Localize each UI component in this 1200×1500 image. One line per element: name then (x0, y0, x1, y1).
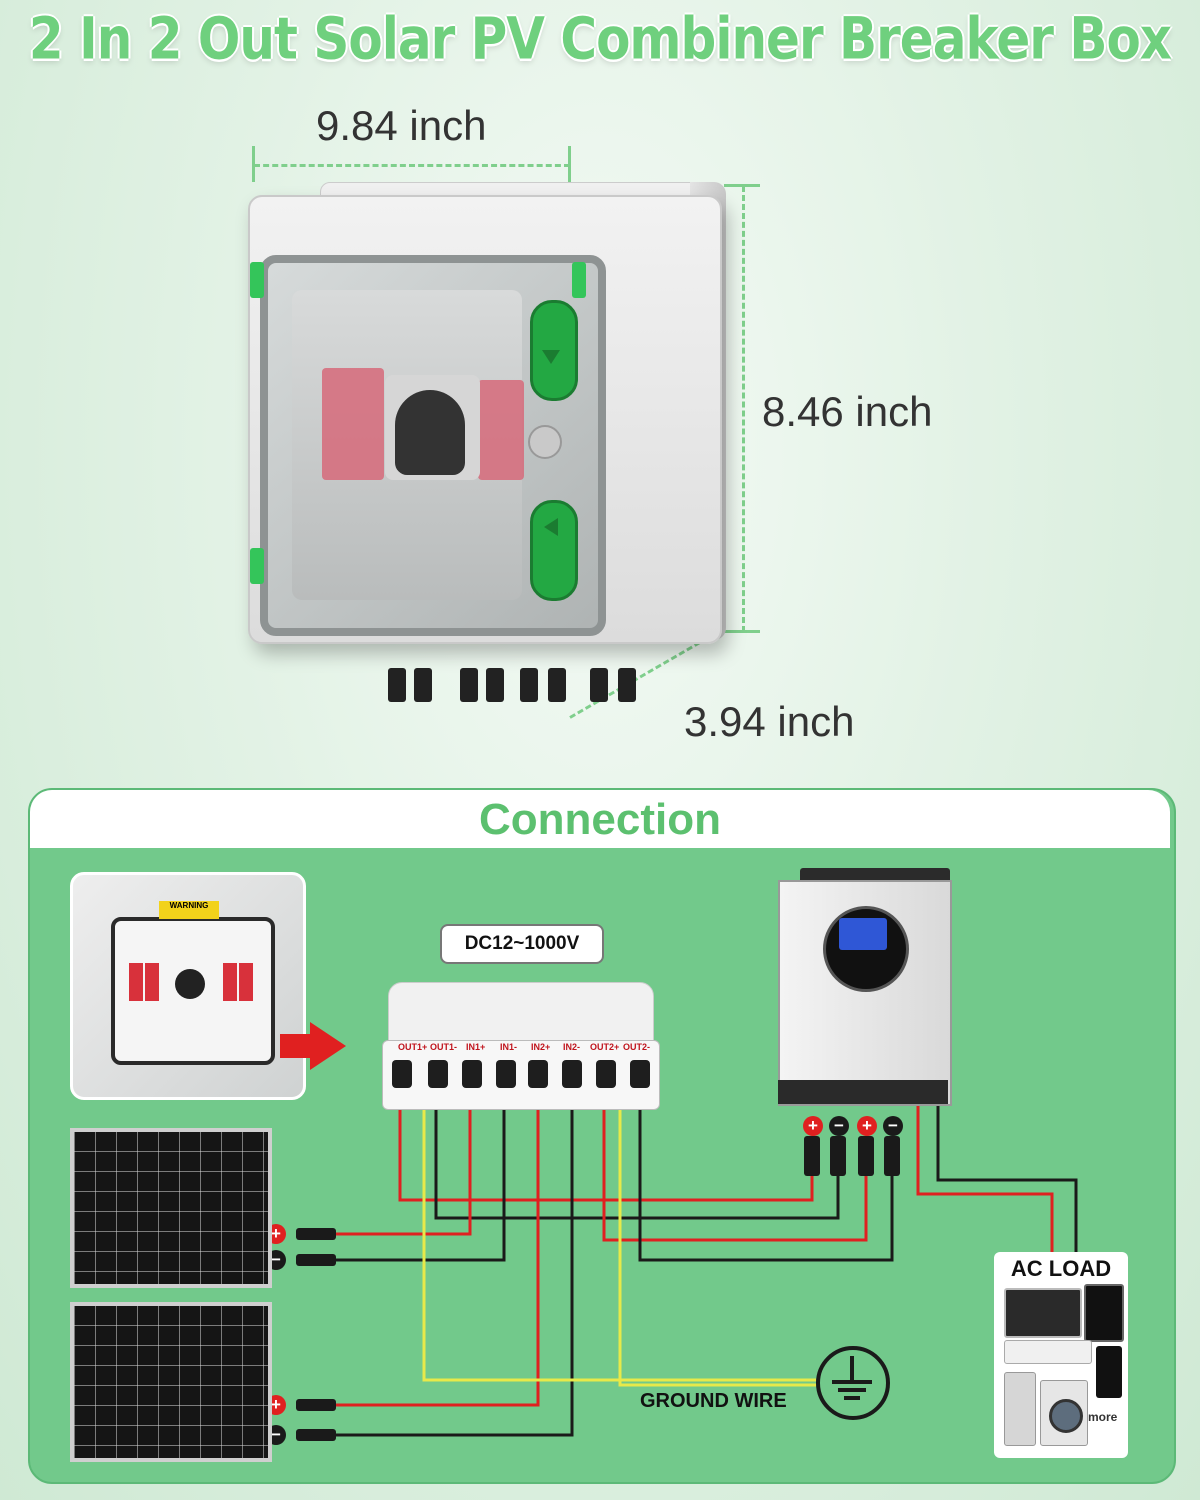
minus-icon: − (829, 1116, 849, 1136)
mc4-connector (296, 1429, 336, 1441)
photo-breaker (239, 963, 253, 1001)
depth-dimension-label: 3.94 inch (684, 698, 855, 745)
solar-panel-1 (70, 1128, 272, 1288)
cable-gland (486, 668, 504, 702)
port-label-out2-pos: OUT2+ (590, 1042, 620, 1052)
edge-clip-bottom (250, 548, 264, 584)
cable-gland (548, 668, 566, 702)
port-label-in2-neg: IN2- (563, 1042, 581, 1052)
port-in2-pos (528, 1060, 548, 1088)
laptop-icon (1004, 1288, 1082, 1338)
port-label-out2-neg: OUT2- (623, 1042, 650, 1052)
cable-gland (388, 668, 406, 702)
plus-icon: + (803, 1116, 823, 1136)
height-dimension-label: 8.46 inch (762, 388, 933, 435)
arrow-shaft (280, 1034, 312, 1058)
wire-out2-negative (638, 1080, 894, 1262)
combiner-lid (388, 982, 654, 1044)
ground-circle (816, 1346, 890, 1420)
wire-in2-positive (336, 1080, 540, 1407)
wire-ac-neutral (936, 1104, 1078, 1252)
washer-door (1049, 1399, 1083, 1433)
port-label-in2-pos: IN2+ (531, 1042, 551, 1052)
mc4-connector (858, 1136, 874, 1176)
port-label-out1-pos: OUT1+ (398, 1042, 428, 1052)
mc4-connector (296, 1399, 336, 1411)
width-tick-right (568, 146, 571, 182)
wire-ground-1 (422, 1096, 816, 1382)
height-tick-bottom (724, 630, 760, 633)
surge-protector-left (322, 368, 384, 480)
width-dimension-line (254, 164, 570, 167)
red-arrow-right-icon (310, 1022, 346, 1070)
wire-out1-negative (434, 1080, 840, 1220)
inverter-screen (839, 918, 887, 950)
washing-machine-icon (1040, 1380, 1088, 1446)
wire-in1-negative (336, 1080, 506, 1262)
photo-breaker (129, 963, 143, 1001)
height-tick-top (724, 184, 760, 187)
photo-breaker (145, 963, 159, 1001)
wire-out2-positive (602, 1080, 868, 1242)
port-in1-pos (462, 1060, 482, 1088)
wire-ground-2 (618, 1096, 816, 1387)
mc4-connector (296, 1254, 336, 1266)
connection-title: Connection (479, 795, 721, 844)
connection-header (30, 790, 1170, 848)
plus-icon: + (857, 1116, 877, 1136)
mc4-connector (884, 1136, 900, 1176)
mc4-connector (804, 1136, 820, 1176)
cable-gland (590, 668, 608, 702)
surge-protector-right (478, 380, 524, 480)
combiner-box-photo: WARNING (70, 872, 306, 1100)
cable-gland (460, 668, 478, 702)
more-label: more (1088, 1410, 1118, 1424)
green-latch-bottom (530, 500, 578, 601)
wire-ac-live (916, 1104, 1054, 1252)
voltage-label: DC12~1000V (440, 924, 604, 964)
warning-label: WARNING (159, 901, 219, 919)
tablet-icon (1084, 1284, 1124, 1342)
lock-hole (528, 425, 562, 459)
wire-in1-positive (336, 1080, 472, 1236)
ground-wire-label: GROUND WIRE (640, 1390, 787, 1412)
port-label-in1-neg: IN1- (500, 1042, 518, 1052)
solar-panel-2 (70, 1302, 272, 1462)
port-in2-neg (562, 1060, 582, 1088)
cable-gland (618, 668, 636, 702)
latch-arrow-down-icon (542, 350, 560, 364)
ac-load-title: AC LOAD (1010, 1256, 1112, 1281)
edge-clip-top (250, 262, 264, 298)
width-tick-left (252, 146, 255, 182)
cable-gland (520, 668, 538, 702)
port-in1-neg (496, 1060, 516, 1088)
page-title: 2 In 2 Out Solar PV Combiner Breaker Box (28, 5, 1172, 73)
isolator-knob (395, 390, 465, 475)
photo-isolator-knob (175, 969, 205, 999)
air-conditioner-icon (1004, 1340, 1092, 1364)
cable-gland (414, 668, 432, 702)
refrigerator-icon (1004, 1372, 1036, 1446)
phone-icon (1096, 1346, 1122, 1398)
port-label-in1-pos: IN1+ (466, 1042, 486, 1052)
photo-breaker (223, 963, 237, 1001)
width-dimension-label: 9.84 inch (316, 102, 487, 149)
mc4-connector (830, 1136, 846, 1176)
height-dimension-line (742, 186, 745, 632)
port-label-out1-neg: OUT1- (430, 1042, 457, 1052)
port-out1-neg (428, 1060, 448, 1088)
port-out1-pos (392, 1060, 412, 1088)
wire-in2-negative (336, 1080, 574, 1437)
port-out2-pos (596, 1060, 616, 1088)
inverter-base (778, 1080, 948, 1104)
wire-out1-positive (398, 1080, 814, 1202)
mc4-connector (296, 1228, 336, 1240)
minus-icon: − (883, 1116, 903, 1136)
port-out2-neg (630, 1060, 650, 1088)
edge-clip-right-top (572, 262, 586, 298)
